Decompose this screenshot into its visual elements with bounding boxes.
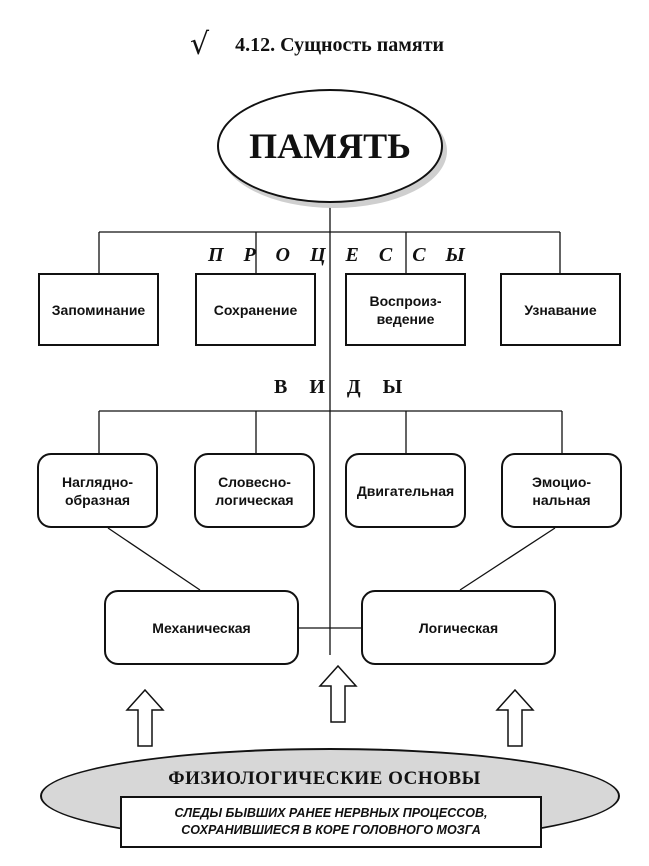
process-label: Запоминание: [51, 301, 146, 318]
memory-logicheskaya: Логическая: [361, 590, 556, 665]
process-zapominanie: Запоминание: [38, 273, 159, 346]
type-naglyadno-obraznaya: Наглядно- образная: [37, 453, 158, 528]
page-title: 4.12. Сущность памяти: [235, 33, 445, 56]
diag-right: [459, 527, 556, 591]
process-vosproizvedenie: Воспроиз- ведение: [345, 273, 466, 346]
checkmark-icon: √: [190, 27, 210, 62]
up-arrow-icon: [318, 664, 358, 723]
physiology-description: СЛЕДЫ БЫВШИХ РАНЕЕ НЕРВНЫХ ПРОЦЕССОВ, СО…: [120, 796, 542, 848]
type-dvigatelnaya: Двигательная: [345, 453, 466, 528]
memorization-label: Логическая: [418, 619, 499, 636]
process-sokhranenie: Сохранение: [195, 273, 316, 346]
up-arrow-icon: [495, 688, 535, 747]
memory-mekhanicheskaya: Механическая: [104, 590, 299, 665]
physiology-title: ФИЗИОЛОГИЧЕСКИЕ ОСНОВЫ: [168, 768, 481, 789]
process-label: Узнавание: [524, 301, 597, 318]
process-label: Воспроиз- ведение: [369, 292, 442, 327]
type-label: Словесно- логическая: [215, 473, 294, 508]
process-label: Сохранение: [213, 301, 298, 318]
type-label: Эмоцио- нальная: [531, 473, 592, 508]
diag-left: [107, 527, 201, 591]
up-arrow-icon: [125, 688, 165, 747]
memorization-label: Механическая: [152, 619, 251, 636]
process-uznavanie: Узнавание: [500, 273, 621, 346]
processes-label: ПРОЦЕССЫ: [208, 244, 485, 266]
root-node-pamyat: ПАМЯТЬ: [217, 89, 443, 203]
header: √ 4.12. Сущность памяти: [190, 25, 444, 65]
types-label: ВИДЫ: [274, 376, 425, 398]
type-emotsionalnaya: Эмоцио- нальная: [501, 453, 622, 528]
physiology-line-2: СОХРАНИВШИЕСЯ В КОРЕ ГОЛОВНОГО МОЗГА: [181, 823, 481, 837]
type-label: Наглядно- образная: [62, 473, 133, 508]
type-slovesno-logicheskaya: Словесно- логическая: [194, 453, 315, 528]
root-label: ПАМЯТЬ: [249, 126, 411, 166]
physiology-line-1: СЛЕДЫ БЫВШИХ РАНЕЕ НЕРВНЫХ ПРОЦЕССОВ,: [174, 806, 488, 820]
type-label: Двигательная: [356, 482, 455, 499]
